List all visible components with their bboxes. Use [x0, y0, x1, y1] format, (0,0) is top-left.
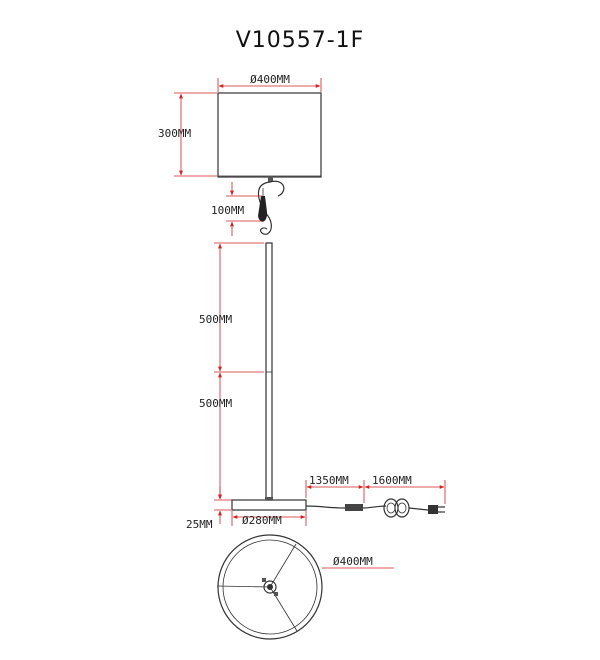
- base-height-label: 25MM: [186, 518, 213, 531]
- shade-diameter-dimension: Ø400MM: [217, 73, 322, 92]
- hook-height-dimension: 100MM: [211, 182, 262, 236]
- shade-height-label: 300MM: [158, 127, 191, 140]
- pendant-drop-icon: [258, 196, 268, 222]
- power-cord: [305, 498, 445, 518]
- top-view-diameter-dimension: Ø400MM: [322, 555, 394, 569]
- base-diameter-label: Ø280MM: [242, 514, 282, 527]
- coiled-cord-icon: [383, 498, 410, 518]
- top-view-diameter-label: Ø400MM: [333, 555, 373, 568]
- shade-diameter-label: Ø400MM: [250, 73, 290, 86]
- lamp-base: [231, 497, 307, 511]
- lower-pole-dimension: 500MM: [199, 372, 264, 501]
- lamp-shade: [217, 92, 322, 178]
- cord-switch-icon: [345, 504, 363, 511]
- drawing-title: V10557-1F: [235, 28, 365, 53]
- upper-pole-label: 500MM: [199, 313, 232, 326]
- plug-icon: [428, 505, 445, 514]
- cord-to-switch-label: 1350MM: [309, 474, 349, 487]
- shade-height-dimension: 300MM: [158, 92, 217, 177]
- top-view: [216, 534, 323, 640]
- socket-center-icon: [267, 584, 273, 590]
- cord-dimensions: 1350MM 1600MM: [305, 474, 446, 504]
- base-height-dimension: 25MM: [186, 487, 231, 531]
- lamp-pole: [265, 242, 273, 501]
- base-diameter-dimension: Ø280MM: [231, 511, 307, 527]
- cord-to-plug-label: 1600MM: [372, 474, 412, 487]
- hook-height-label: 100MM: [211, 204, 244, 217]
- hook-arm: [257, 176, 285, 235]
- upper-pole-dimension: 500MM: [199, 242, 264, 373]
- lower-pole-label: 500MM: [199, 397, 232, 410]
